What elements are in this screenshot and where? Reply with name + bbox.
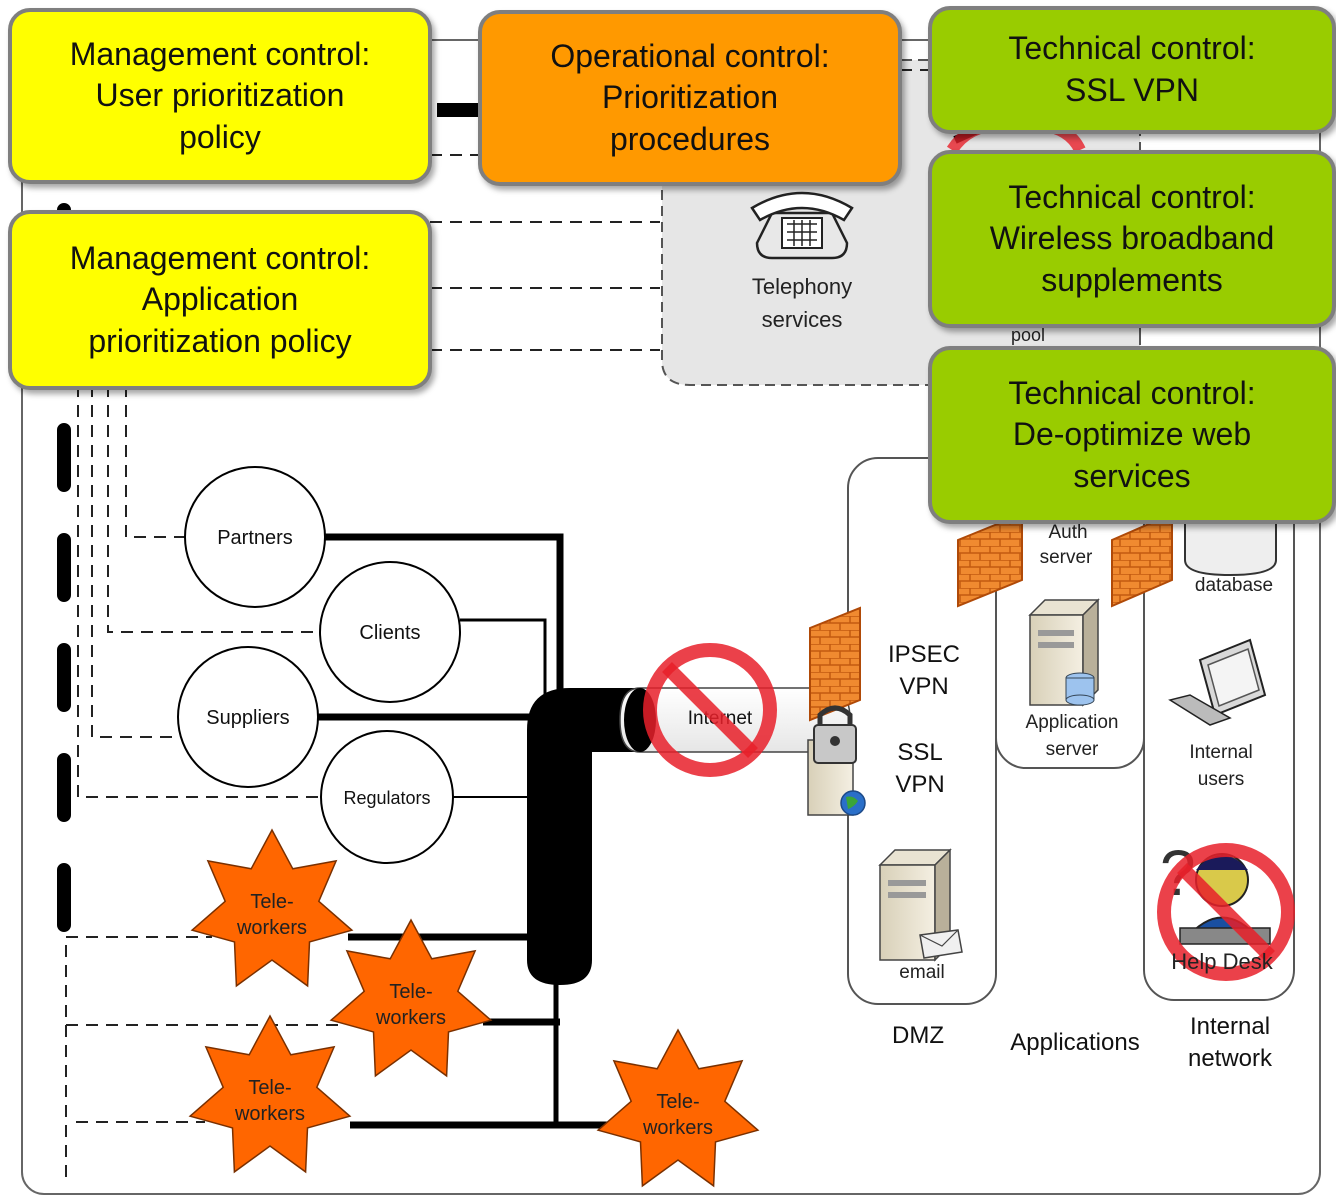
- regulators-circle: [320, 730, 454, 864]
- ssl-vpn-server-icon: [807, 705, 866, 816]
- teleworker-stars: Tele-workersTele-workersTele-workersTele…: [188, 828, 760, 1188]
- partners-label: Partners: [217, 527, 293, 549]
- auth-label-line1: Auth: [1048, 522, 1087, 543]
- email-server-icon: [878, 848, 963, 962]
- callout-prioritization-procedures: Operational control: Prioritization proc…: [478, 10, 902, 186]
- auth-label-line2: server: [1040, 547, 1093, 568]
- help-desk-prohibition-icon: [1157, 843, 1295, 981]
- callout-wireless-text: Technical control: Wireless broadband su…: [989, 178, 1275, 298]
- internal-network-label-line2: network: [1188, 1045, 1273, 1072]
- database-label: database: [1195, 575, 1273, 596]
- ssl-label-line1: SSL: [897, 739, 942, 766]
- teleworker-label-line1: Tele-: [656, 1091, 699, 1113]
- callout-deoptimize-web-services: Technical control: De-optimize web servi…: [928, 346, 1336, 524]
- party-circles: [177, 466, 461, 864]
- applications-label: Applications: [1010, 1029, 1139, 1056]
- internet-prohibition-icon: [643, 643, 777, 777]
- teleworker-star: [329, 918, 493, 1078]
- database-icon: [1184, 520, 1277, 577]
- teleworker-star: [596, 1028, 760, 1188]
- telephony-label-line1: Telephony: [752, 274, 852, 299]
- app-server-label-line2: server: [1046, 739, 1099, 760]
- callout-ssl-vpn: Technical control: SSL VPN: [928, 6, 1336, 134]
- suppliers-label: Suppliers: [206, 707, 289, 729]
- computer-icon: [1168, 638, 1267, 726]
- callout-user-prioritization-text: Management control: User prioritization …: [69, 35, 371, 155]
- ipsec-label-line2: VPN: [899, 673, 948, 700]
- internal-network-label-line1: Internal: [1190, 1013, 1270, 1040]
- firewall-ipsec: [809, 606, 861, 722]
- callout-ssl-vpn-text: Technical control: SSL VPN: [1008, 30, 1256, 108]
- suppliers-circle: [177, 646, 319, 788]
- partners-circle: [184, 466, 326, 608]
- application-server-icon: [1028, 598, 1100, 707]
- teleworker-star: [188, 1014, 352, 1174]
- callout-deoptimize-text: Technical control: De-optimize web servi…: [1008, 374, 1256, 494]
- teleworker-label-line2: workers: [234, 1103, 305, 1125]
- regulators-label: Regulators: [343, 788, 430, 808]
- teleworker-label-line2: workers: [642, 1117, 713, 1139]
- telephony-label-line2: services: [762, 307, 843, 332]
- email-label: email: [899, 962, 944, 983]
- pool-label: pool: [1011, 325, 1045, 345]
- backbone-pipe: [527, 688, 660, 985]
- teleworker-label-line2: workers: [236, 917, 307, 939]
- help-desk-label: Help Desk: [1171, 949, 1273, 974]
- clients-label: Clients: [359, 622, 420, 644]
- teleworker-label-line2: workers: [375, 1007, 446, 1029]
- ssl-label-line2: VPN: [895, 771, 944, 798]
- teleworker-label-line1: Tele-: [389, 981, 432, 1003]
- internal-users-label-line2: users: [1198, 769, 1244, 790]
- internal-users-label-line1: Internal: [1189, 742, 1252, 763]
- callout-wireless-broadband: Technical control: Wireless broadband su…: [928, 150, 1336, 328]
- teleworker-star: [190, 828, 354, 988]
- callout-procedures-text: Operational control: Prioritization proc…: [550, 37, 830, 157]
- teleworker-label-line1: Tele-: [248, 1077, 291, 1099]
- callout-application-prioritization-policy: Management control: Application prioriti…: [8, 210, 432, 390]
- telephone-icon: [750, 191, 854, 260]
- ipsec-label-line1: IPSEC: [888, 641, 960, 668]
- callout-application-prioritization-text: Management control: Application prioriti…: [69, 239, 371, 359]
- dmz-label: DMZ: [892, 1022, 944, 1049]
- teleworker-label-line1: Tele-: [250, 891, 293, 913]
- app-server-label-line1: Application: [1026, 712, 1119, 733]
- clients-circle: [319, 561, 461, 703]
- callout-user-prioritization-policy: Management control: User prioritization …: [8, 8, 432, 184]
